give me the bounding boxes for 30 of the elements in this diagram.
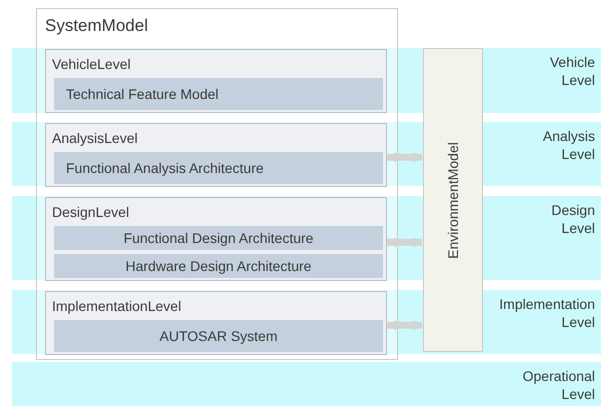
- level-box: [45, 49, 387, 113]
- node-label: Functional Design Architecture: [124, 228, 314, 248]
- component-box: [54, 152, 383, 184]
- level-title: DesignLevel: [52, 203, 130, 222]
- level-label: Vehicle Level: [550, 53, 595, 89]
- node-label: Functional Analysis Architecture: [66, 158, 264, 178]
- level-label: Design Level: [551, 201, 595, 237]
- level-label: Implementation Level: [499, 295, 595, 331]
- node-label: AUTOSAR System: [160, 326, 278, 346]
- component-box: [54, 254, 383, 278]
- model-title: SystemModel: [45, 15, 149, 37]
- double-arrow: [386, 237, 423, 248]
- node-label: Hardware Design Architecture: [126, 256, 312, 276]
- node-label: Technical Feature Model: [66, 84, 219, 104]
- level-label: Analysis Level: [542, 127, 595, 163]
- system-model-box: [36, 8, 398, 360]
- level-box: [45, 291, 387, 355]
- level-title: AnalysisLevel: [52, 129, 139, 148]
- node-label: EnvironmentModel: [444, 142, 462, 258]
- component-box: [54, 226, 383, 250]
- level-title: ImplementationLevel: [52, 297, 182, 316]
- environment-box: [423, 48, 483, 352]
- double-arrow: [386, 152, 423, 162]
- level-label: Operational Level: [522, 367, 595, 403]
- level-box: [45, 123, 387, 187]
- level-title: VehicleLevel: [52, 55, 132, 74]
- double-arrow: [386, 320, 423, 330]
- component-box: [54, 78, 383, 110]
- level-box: [45, 197, 387, 281]
- component-box: [54, 320, 383, 352]
